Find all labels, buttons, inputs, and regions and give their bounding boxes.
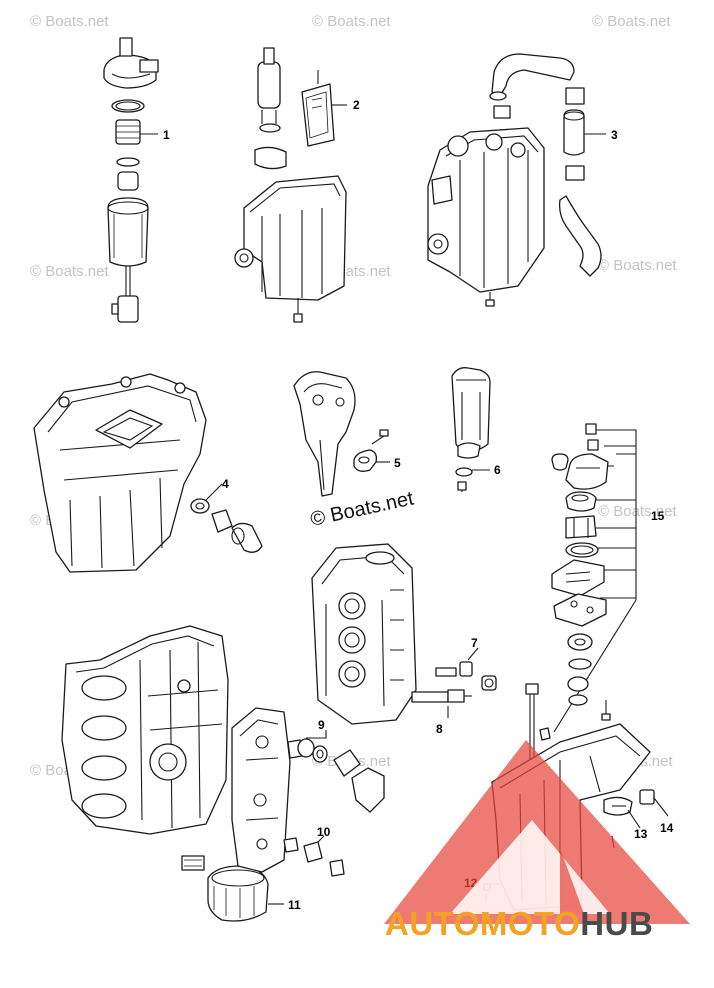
automotohub-logo: AUTOMOTOHUB (384, 740, 690, 942)
vapor-separator-tank (234, 47, 347, 323)
watermark-text: © Boats.net (30, 263, 109, 280)
callout-13: 13 (634, 827, 648, 841)
callout-7: 7 (471, 636, 478, 650)
callout-2: 2 (353, 98, 360, 112)
cylinder-block-assembly (61, 625, 284, 922)
mount-bracket-assembly (293, 371, 390, 497)
callout-5: 5 (394, 456, 401, 470)
adaptor-plate-assembly (33, 373, 263, 573)
logo-text-hub: HUB (580, 905, 653, 942)
damper-assembly (451, 367, 491, 492)
callout-4: 4 (222, 477, 229, 491)
callout-11: 11 (288, 898, 301, 912)
exhaust-cover-assembly (231, 707, 385, 877)
cylinder-head-assembly (311, 543, 497, 725)
callout-15: 15 (651, 509, 665, 523)
callout-3: 3 (611, 128, 618, 142)
callout-9: 9 (318, 718, 325, 732)
callout-10: 10 (317, 825, 331, 839)
fuel-filter-assembly (103, 37, 159, 323)
logo-text-automoto: AUTOMOTO (385, 905, 580, 942)
watermark-text: © Boats.net (598, 257, 677, 274)
callout-14: 14 (660, 821, 674, 835)
watermark-text: © Boats.net (592, 13, 671, 30)
callout-6: 6 (494, 463, 501, 477)
intake-manifold-assembly (427, 53, 606, 307)
watermark-text: © Boats.net (30, 13, 109, 30)
callout-8: 8 (436, 722, 443, 736)
logo-text: AUTOMOTOHUB (385, 905, 653, 942)
callout-1: 1 (163, 128, 170, 142)
watermark-text: © Boats.net (312, 13, 391, 30)
watermark-text: © Boats.net (598, 503, 677, 520)
water-pump-assembly (551, 423, 637, 733)
logo-triangle-cut (560, 848, 584, 914)
